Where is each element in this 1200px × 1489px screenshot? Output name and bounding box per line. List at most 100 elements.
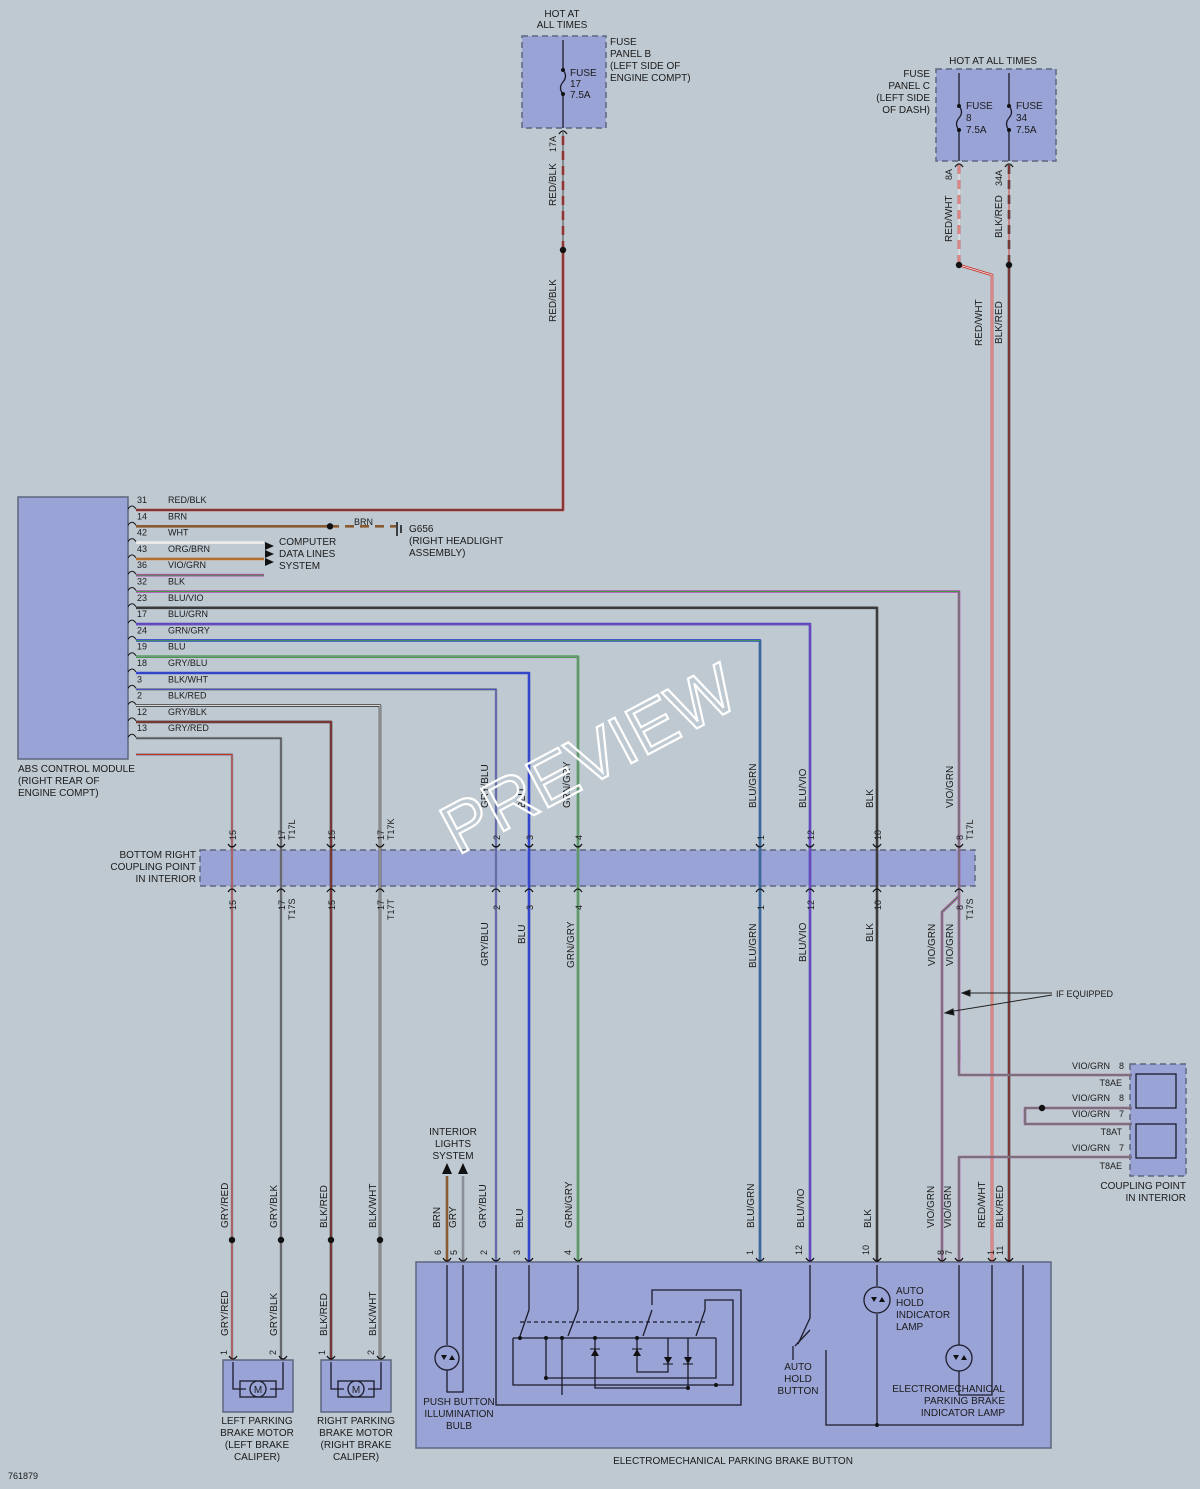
label-brn-interior: BRN bbox=[432, 1207, 443, 1228]
label-blu-grn-mid: BLU/GRN bbox=[748, 924, 759, 968]
right-motor-pin-2: 2 bbox=[366, 1350, 376, 1355]
label-red-wht-button: RED/WHT bbox=[977, 1181, 988, 1228]
hot-left-line-0: HOT AT bbox=[544, 9, 579, 20]
left-motor-label-line-3: CALIPER) bbox=[234, 1452, 280, 1463]
coupling-top-terminal-4 bbox=[491, 843, 501, 848]
coupling-bottom-terminal-0 bbox=[227, 888, 237, 893]
interior-lights-arrows bbox=[442, 1163, 468, 1174]
terminal-34a bbox=[1004, 163, 1014, 168]
left-motor-label-line-1: BRAKE MOTOR bbox=[220, 1428, 294, 1439]
terminal-17a-label: 17A bbox=[548, 136, 558, 152]
label-blk-wht-lower: BLK/WHT bbox=[368, 1292, 379, 1336]
ground-g656-line-0: G656 bbox=[409, 524, 434, 535]
fuse17-line-0: FUSE bbox=[570, 68, 597, 79]
auto-hold-lamp-label-line-0: AUTO bbox=[896, 1286, 924, 1297]
abs-pin-17: 17 bbox=[137, 609, 147, 619]
label-blu-lower: BLU bbox=[515, 1209, 526, 1228]
abs-pin-18: 18 bbox=[137, 658, 147, 668]
t8-wire-0: VIO/GRN bbox=[1072, 1061, 1110, 1071]
button-pin-2: 2 bbox=[479, 1250, 489, 1255]
coupling-bottom-pin-0: 15 bbox=[228, 900, 238, 910]
t8-wire-2: VIO/GRN bbox=[1072, 1109, 1110, 1119]
abs-pin-32: 32 bbox=[137, 577, 147, 587]
button-terminal-6 bbox=[805, 1257, 815, 1262]
button-pin-4: 4 bbox=[563, 1250, 573, 1255]
wire-abs12-gry-blk-tracer bbox=[136, 737, 282, 1360]
coupling-top-pin-3: 17 bbox=[376, 830, 386, 840]
abs-wire-label-1: BRN bbox=[168, 511, 187, 521]
motor-terminal-1 bbox=[278, 1355, 288, 1360]
button-terminal-5 bbox=[755, 1257, 765, 1262]
fuse-panel-c-line-3: OF DASH) bbox=[882, 105, 930, 116]
label-red-wht-lower: RED/WHT bbox=[974, 299, 985, 346]
label-blu-grn-upper: BLU/GRN bbox=[748, 764, 759, 808]
connector-blk-red bbox=[1005, 261, 1013, 269]
label-blk-red-motor-lower: BLK/RED bbox=[319, 1293, 330, 1336]
abs-wire-label-8: GRN/GRY bbox=[168, 625, 210, 635]
button-pin-10: 1 bbox=[986, 1250, 996, 1255]
coupling-bottom-pin-4: 2 bbox=[492, 905, 502, 910]
fuse17-line-1: 17 bbox=[570, 79, 582, 90]
fuse8-element bbox=[955, 73, 963, 161]
coupling-top-pin-1: 17 bbox=[277, 830, 287, 840]
wire-abs13-gry-red-tracer bbox=[136, 754, 233, 1360]
fuse-panel-b-box bbox=[521, 35, 607, 129]
label-vio-grn-mid-a: VIO/GRN bbox=[927, 924, 938, 966]
auto-hold-button-label-line-0: AUTO bbox=[784, 1362, 812, 1373]
coupling-top-terminal-1 bbox=[276, 843, 286, 848]
wire-abs24-grn-gry bbox=[136, 655, 580, 1262]
button-terminal-9 bbox=[954, 1257, 964, 1262]
fuse34-line-0: FUSE bbox=[1016, 101, 1043, 112]
abs-pin-12: 12 bbox=[137, 707, 147, 717]
t8-pin-1: 8 bbox=[1119, 1093, 1124, 1103]
coupling-bottom-terminal-8 bbox=[805, 888, 815, 893]
label-blk-upper: BLK bbox=[865, 789, 876, 808]
epb-lamp-icon bbox=[945, 1344, 973, 1372]
abs-wire-label-14: GRY/RED bbox=[168, 723, 209, 733]
inline-connector-0 bbox=[228, 1236, 236, 1244]
if-equipped-label: IF EQUIPPED bbox=[1056, 989, 1114, 999]
coupling-top-conn-1: T17L bbox=[287, 819, 297, 840]
abs-wire-label-10: GRY/BLU bbox=[168, 658, 207, 668]
auto-hold-lamp-icon bbox=[863, 1286, 891, 1314]
label-blu-vio-mid: BLU/VIO bbox=[798, 922, 809, 962]
button-terminal-0 bbox=[442, 1257, 452, 1262]
wire-abs2-blk-red-tracer bbox=[136, 721, 332, 1360]
fuse8-line-1: 8 bbox=[966, 113, 972, 124]
fuse17-element bbox=[559, 40, 567, 128]
coupling-top-terminal-6 bbox=[573, 843, 583, 848]
fuse-panel-c-line-1: PANEL C bbox=[888, 81, 930, 92]
abs-terminal-10 bbox=[127, 668, 137, 673]
fuse-panel-c-line-0: FUSE bbox=[903, 69, 930, 80]
auto-hold-button-label-line-1: HOLD bbox=[784, 1374, 812, 1385]
label-blk-wht-upper: BLK/WHT bbox=[368, 1184, 379, 1228]
abs-pin-14: 14 bbox=[137, 511, 147, 521]
fuse17-line-2: 7.5A bbox=[570, 90, 591, 101]
motor-terminal-3 bbox=[376, 1355, 386, 1360]
coupling-bottom-terminal-10 bbox=[954, 888, 964, 893]
abs-wire-label-9: BLU bbox=[168, 642, 186, 652]
auto-hold-lamp-label-line-1: HOLD bbox=[896, 1298, 924, 1309]
right-motor-label-line-0: RIGHT PARKING bbox=[317, 1416, 395, 1427]
abs-control-module-box bbox=[17, 496, 129, 760]
label-blk-red-button: BLK/RED bbox=[995, 1185, 1006, 1228]
coupling-bottom-terminal-5 bbox=[524, 888, 534, 893]
t8-pin-0: 8 bbox=[1119, 1061, 1124, 1071]
abs-terminal-14 bbox=[127, 733, 137, 738]
coupling-bottom-terminal-7 bbox=[755, 888, 765, 893]
t8-coupling-contact-lower bbox=[1135, 1123, 1177, 1159]
abs-wire-label-7: BLU/GRN bbox=[168, 609, 208, 619]
fuse-panel-b-line-1: PANEL B bbox=[610, 49, 651, 60]
abs-pin-2: 2 bbox=[137, 691, 142, 701]
auto-hold-switch-arm bbox=[794, 1329, 811, 1347]
button-pin-3: 3 bbox=[512, 1250, 522, 1255]
abs-wire-label-5: BLK bbox=[168, 577, 185, 587]
epb-button-internal-circuit bbox=[446, 1265, 1024, 1426]
label-gry-red-upper: GRY/RED bbox=[220, 1183, 231, 1228]
label-gry-red-lower: GRY/RED bbox=[220, 1291, 231, 1336]
coupling-bottom-pin-6: 4 bbox=[574, 905, 584, 910]
abs-terminal-11 bbox=[127, 684, 137, 689]
inline-connector-3 bbox=[376, 1236, 384, 1244]
abs-terminal-13 bbox=[127, 717, 137, 722]
